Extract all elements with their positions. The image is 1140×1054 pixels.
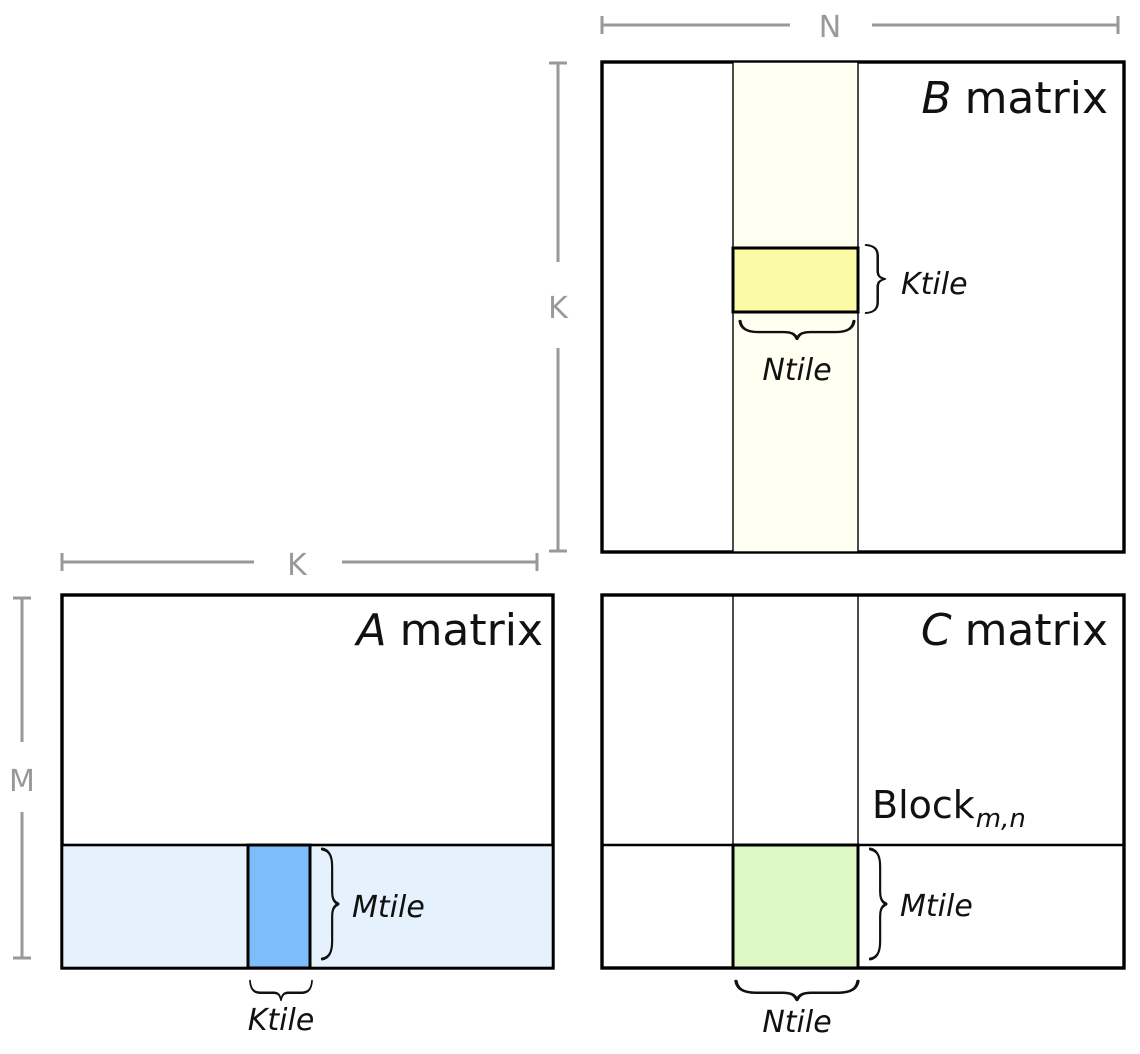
a-ktile-label: Ktile xyxy=(248,1003,315,1038)
c-block-subscript: m,n xyxy=(976,804,1026,834)
b-ktile-label: Ktile xyxy=(901,267,968,302)
n-dimension-label: N xyxy=(819,10,841,45)
c-ntile-label: Ntile xyxy=(762,1005,831,1040)
b-matrix-outline xyxy=(600,60,1126,554)
a-matrix-word: matrix xyxy=(400,605,543,656)
a-mtile-label: Mtile xyxy=(352,890,425,925)
c-block-word: Block xyxy=(872,783,975,827)
k-dimension-label-a: K xyxy=(287,548,308,583)
m-dimension-line: M xyxy=(9,596,35,960)
c-ntile-brace xyxy=(734,979,860,1002)
c-matrix-word: matrix xyxy=(965,605,1108,656)
c-block-label: Blockm,n xyxy=(872,783,1026,834)
a-mtile-tile xyxy=(246,843,312,970)
a-ktile-brace xyxy=(248,979,314,1002)
n-dimension-line: N xyxy=(600,10,1120,45)
k-dimension-line-a: K xyxy=(60,548,539,583)
k-dimension-label-b: K xyxy=(548,291,569,326)
c-mtile-label: Mtile xyxy=(900,889,973,924)
a-matrix-letter: A xyxy=(353,605,386,656)
c-matrix-outline xyxy=(600,593,1126,970)
b-matrix-word: matrix xyxy=(965,73,1108,124)
c-matrix-letter: C xyxy=(921,605,952,656)
b-matrix-letter: B xyxy=(921,73,951,124)
k-dimension-line-b: K xyxy=(548,61,569,553)
c-block-tile xyxy=(731,843,860,970)
m-dimension-label: M xyxy=(9,764,35,799)
b-ntile-label: Ntile xyxy=(762,353,831,388)
b-ktile-tile xyxy=(731,246,860,314)
